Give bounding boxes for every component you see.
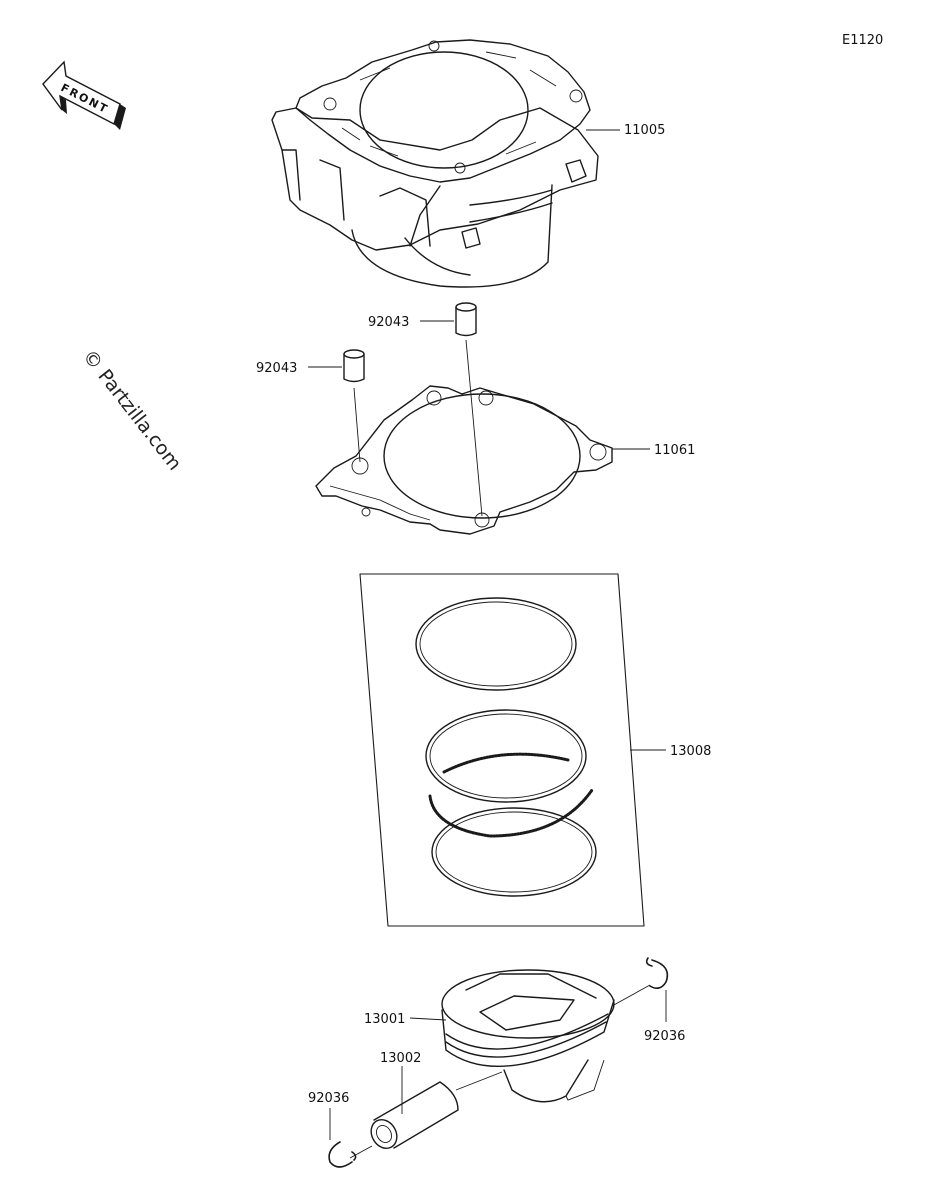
- callout-13001: 13001: [364, 1012, 405, 1027]
- callout-92043-lower: 92043: [256, 361, 297, 376]
- front-arrow-icon: FRONT: [42, 60, 126, 130]
- callout-92036-left: 92036: [308, 1091, 349, 1106]
- watermark: © Partzilla.com: [78, 346, 186, 475]
- dowel-pin-upper[interactable]: [455, 302, 477, 337]
- callout-92043-upper: 92043: [368, 315, 409, 330]
- cylinder-base-gasket[interactable]: [315, 385, 613, 535]
- diagram-code: E1120: [842, 33, 883, 48]
- circlip-left[interactable]: [328, 1141, 357, 1168]
- callout-92036-right: 92036: [644, 1029, 685, 1044]
- dowel-pin-lower[interactable]: [343, 349, 365, 383]
- piston[interactable]: [441, 969, 615, 1103]
- callout-11061: 11061: [654, 443, 695, 458]
- callout-11005: 11005: [624, 123, 665, 138]
- piston-ring-set[interactable]: [359, 573, 645, 927]
- circlip-right[interactable]: [645, 957, 669, 990]
- callout-13002: 13002: [380, 1051, 421, 1066]
- callout-13008: 13008: [670, 744, 711, 759]
- cylinder[interactable]: [271, 39, 599, 288]
- piston-pin[interactable]: [366, 1081, 459, 1153]
